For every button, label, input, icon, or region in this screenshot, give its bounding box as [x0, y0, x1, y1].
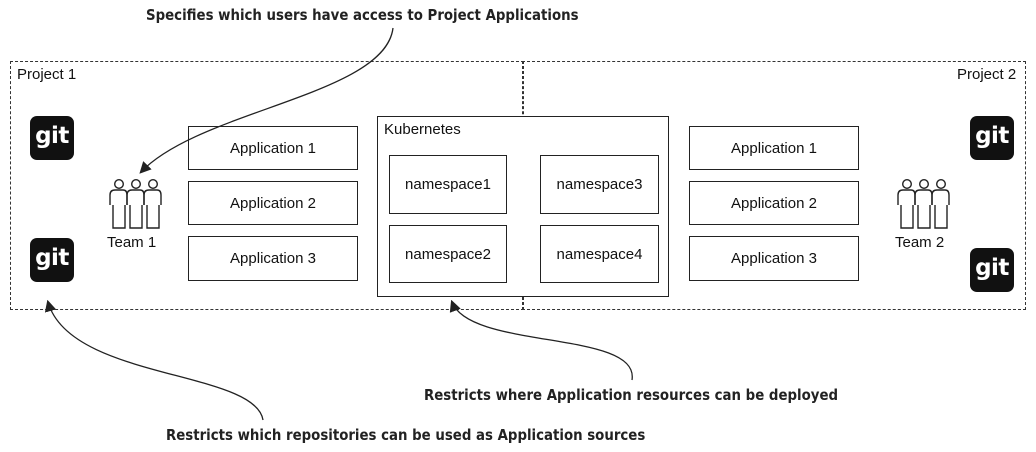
team-2-label: Team 2 — [895, 234, 945, 251]
git-logo-icon: git — [30, 238, 74, 282]
project-2-application-2: Application 2 — [689, 181, 859, 225]
git-logo-icon: git — [970, 248, 1014, 292]
arrow-to-kubernetes — [449, 299, 633, 381]
project-1-application-2: Application 2 — [188, 181, 358, 225]
team-icon — [109, 178, 162, 229]
callout-source-repos: Restricts which repositories can be used… — [166, 426, 646, 444]
team-1-label: Team 1 — [107, 234, 157, 251]
namespace-3: namespace3 — [540, 155, 659, 214]
kubernetes-label: Kubernetes — [384, 121, 461, 138]
project-2-application-3: Application 3 — [689, 236, 859, 281]
arrow-to-team — [139, 27, 394, 174]
project-2-label: Project 2 — [957, 66, 1017, 83]
project-1-application-1: Application 1 — [188, 126, 358, 170]
project-1-label: Project 1 — [17, 66, 77, 83]
project-2-application-1: Application 1 — [689, 126, 859, 170]
namespace-2: namespace2 — [389, 225, 507, 283]
namespace-1: namespace1 — [389, 155, 507, 214]
team-icon — [897, 178, 950, 229]
project-1-application-3: Application 3 — [188, 236, 358, 281]
namespace-4: namespace4 — [540, 225, 659, 283]
git-logo-icon: git — [970, 116, 1014, 160]
callout-deploy-destinations: Restricts where Application resources ca… — [424, 386, 839, 404]
git-logo-icon: git — [30, 116, 74, 160]
arrow-to-git — [44, 299, 264, 421]
callout-team-access: Specifies which users have access to Pro… — [146, 6, 579, 24]
